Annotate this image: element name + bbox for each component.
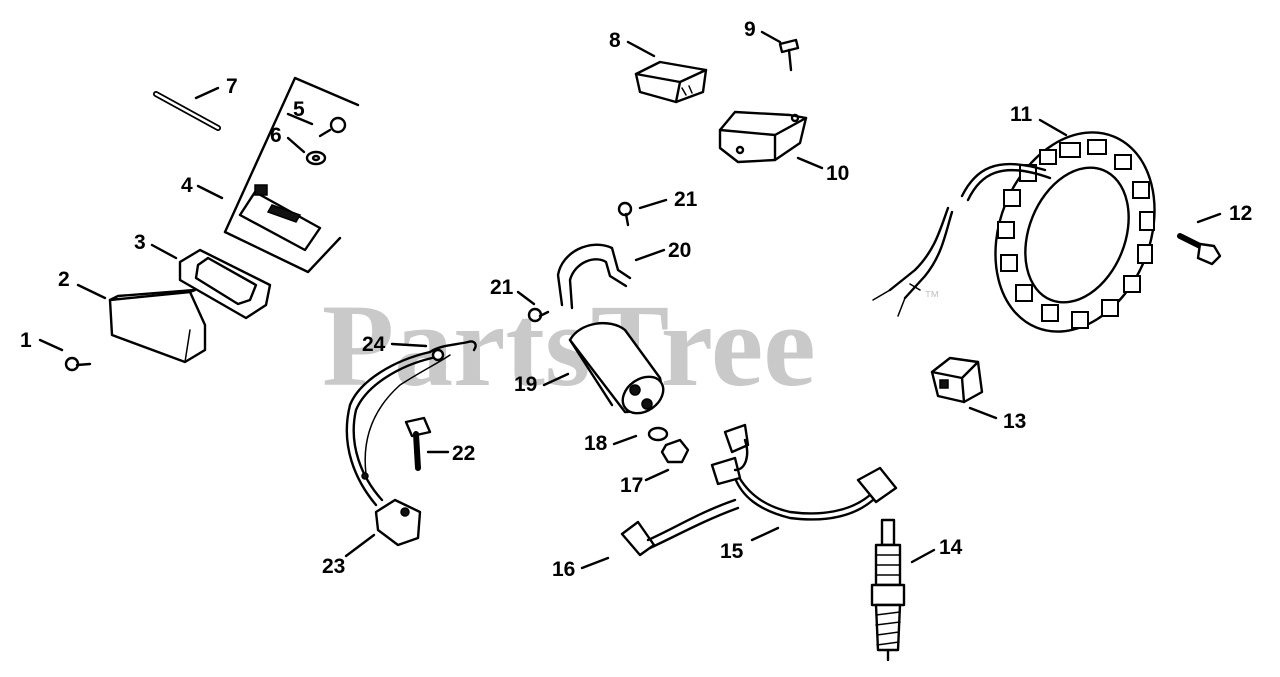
callout-21-lower: 21 xyxy=(490,276,514,299)
part-15-lead-wire[interactable] xyxy=(710,423,898,521)
part-5-screw[interactable] xyxy=(318,116,347,138)
part-6-washer[interactable] xyxy=(305,150,327,166)
part-17-nut[interactable] xyxy=(660,438,690,464)
callout-16: 16 xyxy=(552,558,575,581)
callout-8: 8 xyxy=(609,29,621,52)
callout-18: 18 xyxy=(584,432,608,455)
part-21-screw-upper[interactable] xyxy=(617,201,633,227)
callout-1: 1 xyxy=(20,329,32,352)
part-2-rectifier-cover[interactable] xyxy=(108,288,207,364)
callout-4: 4 xyxy=(181,174,193,197)
callout-20: 20 xyxy=(668,239,691,262)
callout-10: 10 xyxy=(826,162,849,185)
callout-7: 7 xyxy=(226,75,238,98)
part-13-connector[interactable] xyxy=(930,356,984,404)
part-4-bracket[interactable] xyxy=(223,76,360,274)
callout-13: 13 xyxy=(1003,410,1026,433)
part-23-ignition-module[interactable] xyxy=(345,350,451,547)
callout-labels: 1 2 3 4 5 6 7 8 9 10 11 12 13 14 15 16 1… xyxy=(20,18,1252,581)
callout-23: 23 xyxy=(322,555,345,578)
part-18-washer[interactable] xyxy=(647,426,669,442)
part-19-capacitor[interactable] xyxy=(568,322,670,421)
callout-19: 19 xyxy=(514,373,537,396)
part-22-bolt[interactable] xyxy=(404,416,432,471)
callout-21-upper: 21 xyxy=(674,188,698,211)
part-1-screw[interactable] xyxy=(64,356,92,372)
part-21-screw-lower[interactable] xyxy=(527,307,550,323)
part-3-gasket[interactable] xyxy=(178,248,272,320)
part-24-terminal[interactable] xyxy=(428,340,477,362)
callout-12: 12 xyxy=(1229,202,1252,225)
watermark-trademark: ™ xyxy=(924,289,940,306)
callout-11: 11 xyxy=(1010,103,1033,126)
callout-5: 5 xyxy=(293,98,305,121)
callout-3: 3 xyxy=(134,231,146,254)
callout-9: 9 xyxy=(744,18,756,41)
callout-24: 24 xyxy=(362,333,386,356)
part-12-bolt[interactable] xyxy=(1177,233,1222,266)
part-16-boot[interactable] xyxy=(620,498,740,557)
watermark-text: PartsTree xyxy=(322,280,816,411)
part-20-clamp[interactable] xyxy=(556,243,632,310)
part-11-stator[interactable] xyxy=(872,108,1183,355)
part-7-pin[interactable] xyxy=(153,91,221,131)
leader-lines xyxy=(38,30,1222,570)
callout-15: 15 xyxy=(720,540,744,563)
part-9-bolt[interactable] xyxy=(778,38,800,72)
callout-17: 17 xyxy=(620,474,643,497)
callout-6: 6 xyxy=(270,124,282,147)
callout-14: 14 xyxy=(939,536,963,559)
part-14-spark-plug[interactable] xyxy=(870,518,906,662)
part-8-block[interactable] xyxy=(634,60,708,104)
callout-2: 2 xyxy=(58,268,70,291)
part-10-regulator[interactable] xyxy=(718,110,808,164)
callout-22: 22 xyxy=(452,442,475,465)
